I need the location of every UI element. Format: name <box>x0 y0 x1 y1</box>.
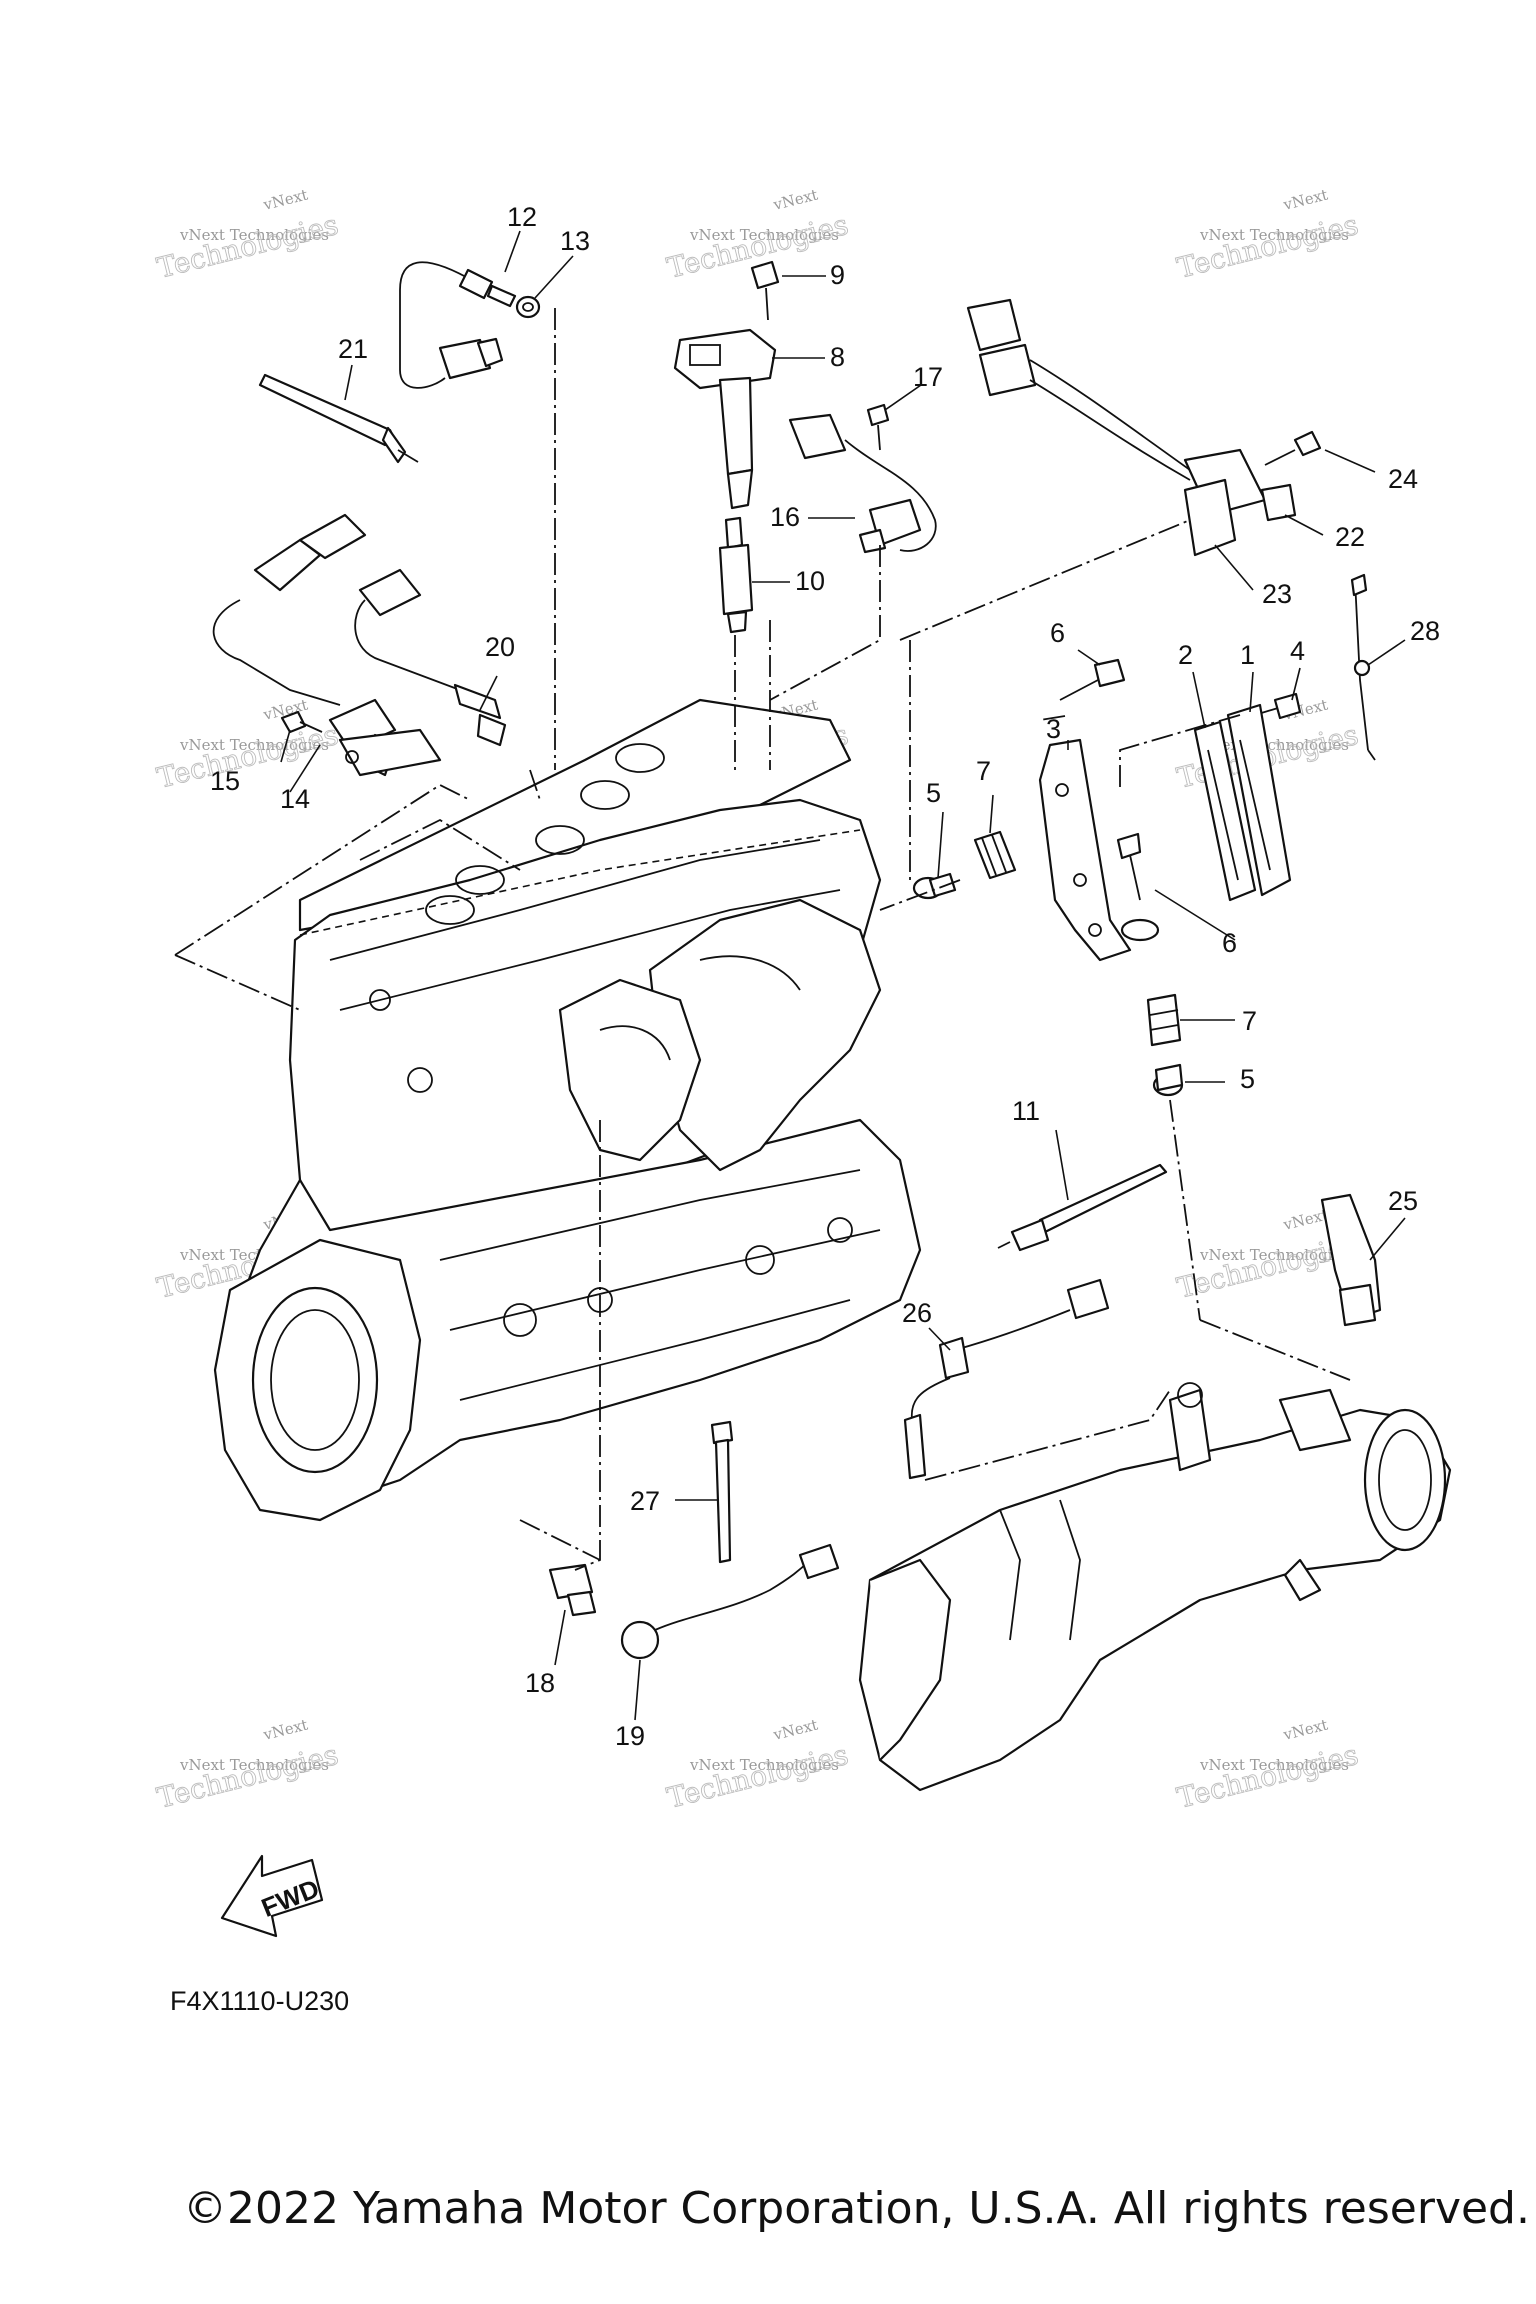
callout-15: 15 <box>210 766 240 796</box>
callout-16: 16 <box>770 502 800 532</box>
part-18-sensor <box>548 1563 597 1617</box>
copyright-notice: ©2022 Yamaha Motor Corporation, U.S.A. A… <box>183 2183 1530 2234</box>
part-22-sensor <box>966 298 1297 522</box>
part-20-sensor <box>354 568 507 747</box>
callout-12: 12 <box>507 202 537 232</box>
callout-23: 23 <box>1262 579 1292 609</box>
svg-text:vNext: vNext <box>771 186 820 215</box>
watermark: vNext vNext Technologies Technologies <box>153 1716 342 1816</box>
svg-text:vNext Technologies: vNext Technologies <box>1199 226 1349 244</box>
callout-5a: 5 <box>926 778 941 808</box>
svg-text:Technologies: Technologies <box>1174 208 1362 285</box>
part-7-grommet-upper <box>973 830 1017 880</box>
part-9-bolt <box>750 260 780 321</box>
callout-22: 22 <box>1335 522 1365 552</box>
part-8-ignition-coil <box>673 328 777 510</box>
watermark: vNext vNext Technologies Technologies <box>1173 186 1362 286</box>
callout-13: 13 <box>560 226 590 256</box>
callouts: 1 2 3 4 5 5 6 6 7 7 8 9 10 11 12 13 14 1… <box>210 202 1440 1751</box>
assembly-lines <box>174 308 1351 1571</box>
engine-block <box>213 698 922 1522</box>
callout-6a: 6 <box>1050 618 1065 648</box>
part-12-sensor <box>399 261 517 389</box>
fwd-arrow-icon: FWD <box>220 1854 323 1938</box>
callout-6b: 6 <box>1222 928 1237 958</box>
svg-text:vNext Technologies: vNext Technologies <box>179 1756 329 1774</box>
svg-text:vNext: vNext <box>1281 1206 1330 1235</box>
part-6-bolt-top <box>1059 658 1126 701</box>
part-26-sensor <box>903 1278 1110 1480</box>
callout-4: 4 <box>1290 636 1305 666</box>
part-23-gasket <box>1183 478 1237 557</box>
callout-24: 24 <box>1388 464 1418 494</box>
svg-text:vNext: vNext <box>771 1716 820 1745</box>
part-19-knock-sensor <box>620 1543 840 1660</box>
part-3-bracket <box>1038 738 1132 962</box>
watermark: vNext vNext Technologies Technologies <box>153 186 342 286</box>
watermark: vNext vNext Technologies Technologies <box>1173 1716 1362 1816</box>
part-17-bolt <box>866 403 890 451</box>
svg-text:vNext Technologies: vNext Technologies <box>179 736 329 754</box>
part-2-gasket <box>1193 720 1257 902</box>
callout-2: 2 <box>1178 640 1193 670</box>
part-7-grommet-lower <box>1146 993 1182 1047</box>
part-21-band <box>258 373 419 464</box>
drawing-code: F4X1110-U230 <box>170 1986 349 2016</box>
svg-text:Technologies: Technologies <box>1174 1738 1362 1815</box>
svg-text:vNext Technologies: vNext Technologies <box>689 1756 839 1774</box>
part-25-clamp <box>1320 1193 1382 1327</box>
svg-text:vNext Technologies: vNext Technologies <box>689 226 839 244</box>
callout-1: 1 <box>1240 640 1255 670</box>
watermark: vNext vNext Technologies Technologies <box>663 1716 852 1816</box>
svg-text:vNext: vNext <box>261 1716 310 1745</box>
callout-8: 8 <box>830 342 845 372</box>
part-14-sensor <box>212 513 442 777</box>
callout-7b: 7 <box>1242 1006 1257 1036</box>
svg-text:vNext Technologies: vNext Technologies <box>1199 1756 1349 1774</box>
svg-text:vNext: vNext <box>1281 186 1330 215</box>
callout-20: 20 <box>485 632 515 662</box>
svg-text:Technologies: Technologies <box>154 1738 342 1815</box>
part-13-washer <box>515 295 541 319</box>
part-15-bolt <box>280 710 323 734</box>
part-24-bolt <box>1264 430 1322 466</box>
svg-text:vNext: vNext <box>1281 1716 1330 1745</box>
svg-text:Technologies: Technologies <box>154 208 342 285</box>
callout-14: 14 <box>280 784 310 814</box>
part-5-collar-lower <box>1152 1063 1184 1097</box>
callout-21: 21 <box>338 334 368 364</box>
part-27-band <box>710 1420 734 1564</box>
callout-28: 28 <box>1410 616 1440 646</box>
svg-text:vNext Technologies: vNext Technologies <box>1199 1246 1349 1264</box>
svg-text:vNext: vNext <box>261 186 310 215</box>
part-11-band <box>997 1163 1168 1252</box>
watermark: vNext vNext Technologies Technologies <box>153 696 342 796</box>
part-6-bolt-lower <box>1116 832 1160 942</box>
part-10-spark-plug <box>718 516 754 634</box>
callout-27: 27 <box>630 1486 660 1516</box>
callout-19: 19 <box>615 1721 645 1751</box>
callout-17: 17 <box>913 362 943 392</box>
callout-5b: 5 <box>1240 1064 1255 1094</box>
svg-text:vNext Technologies: vNext Technologies <box>179 226 329 244</box>
svg-text:Technologies: Technologies <box>664 1738 852 1815</box>
callout-9: 9 <box>830 260 845 290</box>
callout-25: 25 <box>1388 1186 1418 1216</box>
callout-26: 26 <box>902 1298 932 1328</box>
callout-7a: 7 <box>976 756 991 786</box>
part-1-cover <box>1226 703 1292 897</box>
part-28-clamp <box>1350 573 1376 761</box>
callout-10: 10 <box>795 566 825 596</box>
part-16-sensor <box>788 413 937 554</box>
exhaust-pipe <box>858 1382 1452 1792</box>
callout-3: 3 <box>1046 714 1061 744</box>
callout-11: 11 <box>1012 1096 1040 1126</box>
callout-18: 18 <box>525 1668 555 1698</box>
